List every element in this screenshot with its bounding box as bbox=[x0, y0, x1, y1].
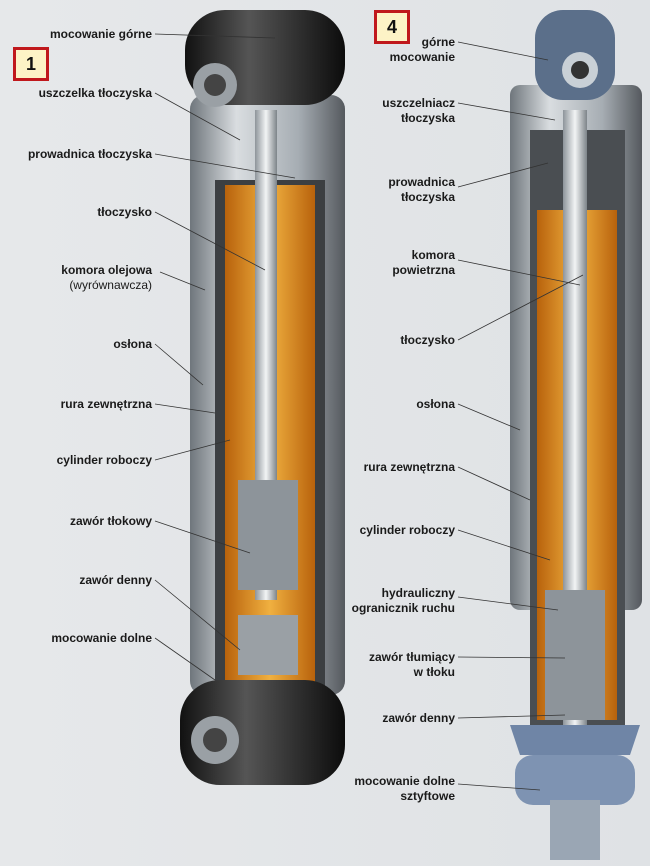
label-oil-chamber: komora olejowa(wyrównawcza) bbox=[61, 263, 152, 293]
label-outer-tube-4: rura zewnętrzna bbox=[363, 460, 455, 474]
label-upper-mount: mocowanie górne bbox=[49, 27, 152, 41]
label-rod-seal: uszczelka tłoczyska bbox=[38, 86, 152, 100]
label-line: zawór tłumiący bbox=[368, 650, 455, 664]
label-line: powietrzna bbox=[392, 263, 455, 277]
label-oil-chamber-sub: (wyrównawcza) bbox=[69, 278, 152, 292]
label-rod-guide: prowadnica tłoczyska bbox=[27, 147, 152, 161]
shock-absorber-1 bbox=[180, 10, 345, 785]
figure-badge-1: 1 bbox=[13, 47, 49, 81]
figure-badge-4: 4 bbox=[374, 10, 410, 44]
label-line: tłoczyska bbox=[400, 111, 455, 125]
label-line: komora bbox=[411, 248, 455, 262]
label-piston-rod: tłoczysko bbox=[97, 205, 152, 219]
label-line: mocowanie bbox=[389, 50, 455, 64]
label-piston-valve: zawór tłokowy bbox=[69, 514, 152, 528]
label-piston-rod-4: tłoczysko bbox=[400, 333, 455, 347]
label-line: górne bbox=[421, 35, 455, 49]
label-base-valve: zawór denny bbox=[79, 573, 152, 587]
label-base-valve-4: zawór denny bbox=[382, 711, 455, 725]
label-cover-4: osłona bbox=[416, 397, 455, 411]
label-outer-tube: rura zewnętrzna bbox=[60, 397, 152, 411]
label-line: tłoczyska bbox=[400, 190, 455, 204]
label-line: w tłoku bbox=[413, 665, 455, 679]
label-line: hydrauliczny bbox=[381, 586, 455, 600]
label-lower-mount: mocowanie dolne bbox=[51, 631, 152, 645]
label-line: ogranicznik ruchu bbox=[351, 601, 455, 615]
label-line: sztyftowe bbox=[400, 789, 455, 803]
leader-lines bbox=[154, 33, 584, 791]
label-line: mocowanie dolne bbox=[354, 774, 455, 788]
label-oil-chamber-main: komora olejowa bbox=[61, 263, 152, 277]
label-working-cylinder-4: cylinder roboczy bbox=[359, 523, 455, 537]
label-line: prowadnica bbox=[388, 175, 455, 189]
label-cover: osłona bbox=[113, 337, 152, 351]
label-working-cylinder: cylinder roboczy bbox=[56, 453, 152, 467]
shock-absorber-4 bbox=[510, 10, 642, 860]
label-line: uszczelniacz bbox=[382, 96, 455, 110]
